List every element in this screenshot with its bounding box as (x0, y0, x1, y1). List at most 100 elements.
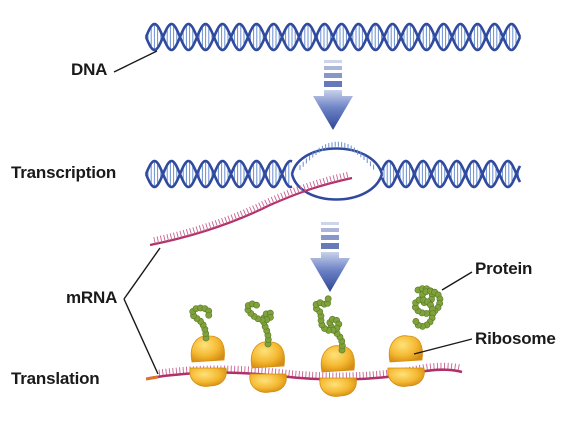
mrna-base (312, 180, 316, 188)
leader-line (441, 271, 473, 291)
mrna-base (202, 224, 206, 232)
mrna-base (217, 218, 222, 226)
arrow-dash (324, 81, 342, 87)
ribosome (249, 341, 287, 393)
translation-label: Translation (11, 369, 100, 388)
amino-acid (412, 318, 420, 325)
amino-acid (205, 311, 213, 319)
mrna-backbone (149, 176, 353, 247)
arrow-dash (324, 66, 342, 70)
dna-double-helix (144, 22, 522, 52)
transcription-label: Transcription (11, 163, 117, 182)
mrna-base (233, 213, 238, 220)
dna-strand (380, 159, 522, 189)
mrna-label: mRNA (66, 288, 118, 307)
mrna-base (277, 194, 281, 201)
mrna-base (326, 176, 329, 184)
mrna-base (273, 195, 278, 203)
mrna-base (379, 370, 381, 378)
mrna-base (319, 178, 323, 186)
mrna-base (236, 211, 241, 219)
mrna-base (255, 203, 259, 211)
leader-line (123, 247, 161, 300)
ribosome-group (189, 335, 425, 397)
mrna-base (293, 187, 297, 195)
mrna-base (316, 179, 319, 187)
mrna-base (346, 171, 349, 179)
mrna-base (249, 206, 253, 214)
mrna-base (211, 221, 215, 229)
mrna-base (192, 227, 196, 235)
mrna-base (267, 198, 272, 205)
mrna-base (195, 226, 199, 234)
amino-acid (324, 295, 332, 303)
mrna-base (289, 188, 294, 196)
mrna-base (264, 199, 269, 207)
mrna-base (280, 192, 284, 200)
arrow-dash (321, 228, 339, 232)
mrna-base (173, 232, 176, 240)
mrna-base (182, 229, 186, 237)
ribosome-large-subunit (320, 345, 355, 373)
protein-chain (244, 300, 274, 348)
mrna-base (283, 191, 287, 199)
protein-chain (189, 304, 213, 342)
arrow-down-icon (313, 60, 353, 130)
dna-strand (144, 159, 293, 189)
mrna-base (270, 196, 275, 204)
protein-chain-group (189, 285, 444, 354)
mrna-base (169, 233, 173, 241)
dna-label: DNA (71, 60, 108, 79)
ribosome-large-subunit (190, 335, 225, 363)
arrow-dash (321, 222, 339, 225)
ribosome-small-subunit (387, 367, 425, 387)
dna-strand (144, 159, 293, 189)
arrow-head (310, 252, 350, 292)
mrna-base (224, 216, 228, 224)
protein-chain (312, 295, 346, 354)
mrna-base (342, 172, 346, 180)
mrna-base (299, 185, 303, 193)
mrna-base (163, 234, 166, 242)
mrna-base (302, 184, 306, 191)
protein-label: Protein (475, 259, 533, 278)
mrna-base (329, 176, 333, 184)
arrow-dash (321, 235, 339, 240)
ribosome-label: Ribosome (475, 329, 556, 348)
mrna-strand (149, 171, 353, 247)
mrna-base (242, 209, 247, 217)
mrna-base (189, 228, 192, 236)
mrna-base (252, 205, 256, 213)
dna-template-strand (290, 173, 384, 201)
ribosome (319, 345, 357, 397)
mrna-base (296, 186, 300, 194)
leader-line (123, 298, 159, 375)
mrna-base (246, 208, 250, 215)
mrna-base (156, 236, 160, 244)
ribosome-small-subunit (189, 367, 227, 387)
mrna-base (230, 214, 234, 222)
mrna-base (309, 181, 313, 189)
arrow-dash (324, 73, 342, 78)
arrow-dash (324, 60, 342, 63)
ribosome-large-subunit (388, 335, 423, 363)
mrna-base (306, 182, 310, 190)
amino-acid (253, 301, 260, 309)
mrna-base (179, 230, 183, 238)
mrna-base (372, 371, 375, 379)
ribosome-small-subunit (249, 373, 287, 393)
mrna-5-prime-cap (145, 375, 159, 381)
mrna-base (336, 174, 339, 182)
mrna-base (208, 222, 212, 230)
mrna-base (221, 217, 225, 225)
ribosome (387, 335, 425, 387)
mrna-base (166, 234, 169, 242)
mrna-base (205, 223, 209, 231)
mrna-base (261, 201, 266, 208)
dna-strand (144, 22, 522, 52)
mrna-base (332, 175, 336, 183)
mrna-base (375, 370, 378, 378)
leader-line (113, 50, 158, 73)
protein-chain (412, 285, 444, 330)
